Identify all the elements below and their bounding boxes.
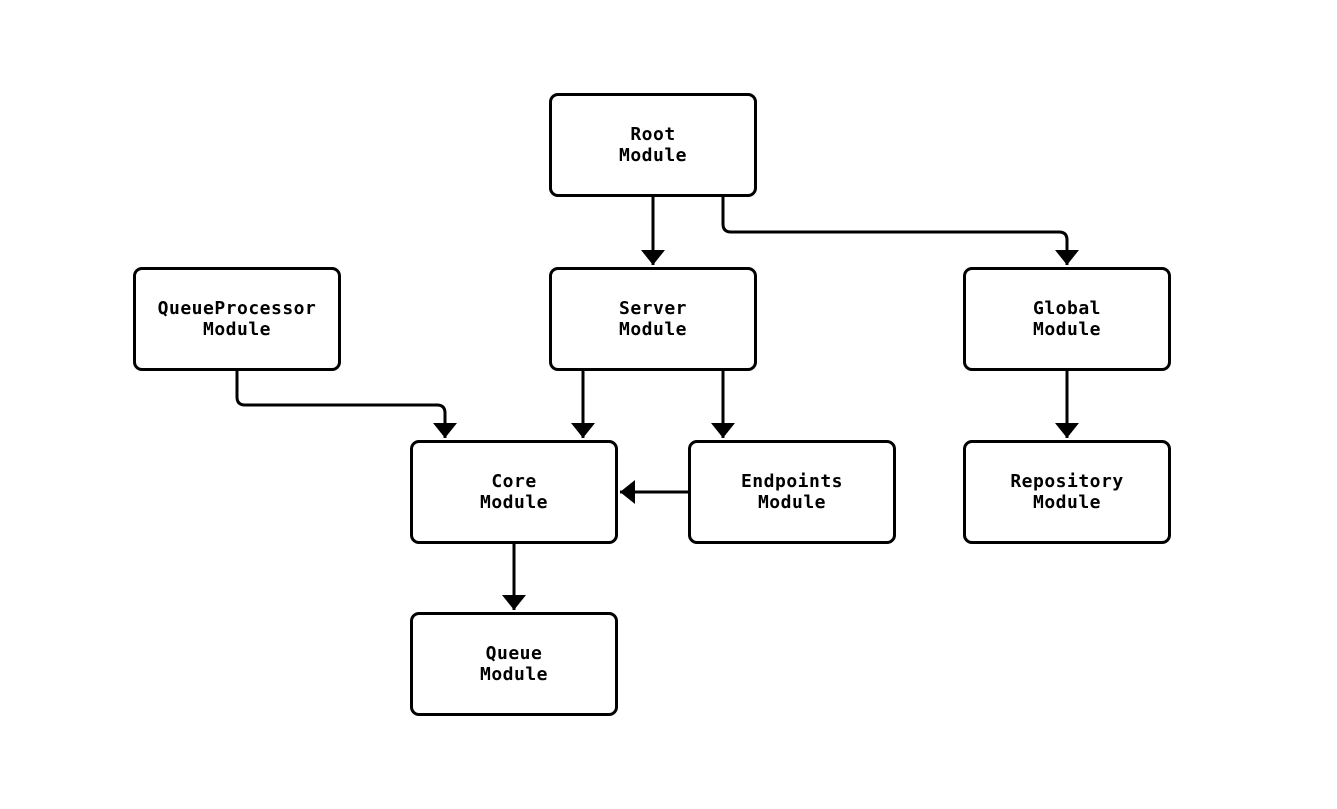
node-repository-module: Repository Module — [963, 440, 1171, 544]
node-label: Endpoints Module — [740, 471, 844, 513]
node-queue-module: Queue Module — [410, 612, 618, 716]
node-global-module: Global Module — [963, 267, 1171, 371]
node-queueprocessor-module: QueueProcessor Module — [133, 267, 341, 371]
node-server-module: Server Module — [549, 267, 757, 371]
node-root-module: Root Module — [549, 93, 757, 197]
edge-queueprocessor-to-core — [235, 371, 457, 438]
edge-root-to-global — [721, 197, 1079, 265]
node-label: Queue Module — [479, 643, 549, 685]
node-endpoints-module: Endpoints Module — [688, 440, 896, 544]
node-label: Core Module — [479, 471, 549, 513]
node-label: QueueProcessor Module — [157, 298, 317, 340]
node-label: Global Module — [1032, 298, 1102, 340]
edges-group — [235, 197, 1079, 610]
node-core-module: Core Module — [410, 440, 618, 544]
node-label: Server Module — [618, 298, 688, 340]
node-label: Root Module — [618, 124, 688, 166]
node-label: Repository Module — [1010, 471, 1124, 513]
